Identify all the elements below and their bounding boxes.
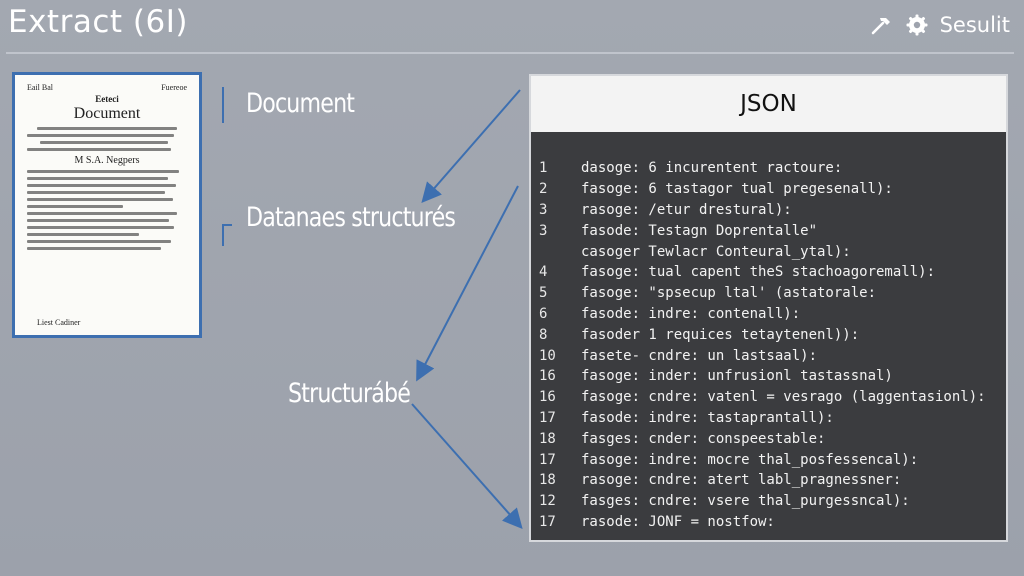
code-line: 12 fasges: cndre: vsere thal_purgessncal)… — [531, 491, 1006, 512]
code-text: fasoge: "spsecup ltal' (astatorale: — [581, 285, 877, 302]
document-thumbnail[interactable]: Eail Bal Fuereoe Eeteci Document M S.A. … — [12, 72, 202, 338]
text-line — [27, 148, 171, 151]
document-heading: Document — [73, 105, 141, 122]
code-line: 17 fasode: indre: tastaprantall): — [531, 408, 1006, 429]
line-number: 17 — [539, 451, 556, 468]
code-text: fasoge: cndre: vatenl = vesrago (laggent… — [581, 389, 986, 406]
document-header-row: Eail Bal Fuereoe — [27, 83, 187, 92]
line-number: 12 — [539, 493, 556, 510]
line-number: 3 — [539, 201, 548, 218]
code-line: 17 fasoge: indre: mocre thal_posfessencal… — [531, 449, 1006, 470]
hammer-icon[interactable] — [868, 12, 894, 38]
code-line: 8 fasoder 1 requices tetaytenenl)): — [531, 324, 1006, 345]
page-title: Extract (6I) — [8, 4, 188, 40]
line-number: 10 — [539, 347, 556, 364]
header-actions: Sesulit — [868, 12, 1010, 38]
code-text: fasete- cndre: un lastsaal): — [581, 347, 818, 364]
line-number: 1 — [539, 160, 548, 177]
text-line — [27, 177, 168, 180]
arrow-to-data — [421, 89, 521, 204]
text-line — [27, 184, 176, 187]
code-line: 4 fasoge: tual capent theS stachoagoremal… — [531, 262, 1006, 283]
json-panel-title: JSON — [531, 76, 1006, 132]
result-button[interactable]: Sesulit — [939, 13, 1010, 37]
document-subtitle: Eeteci — [95, 94, 119, 104]
text-line — [27, 134, 175, 137]
code-text: fasode: indre: tastaprantall): — [581, 409, 834, 426]
text-line — [27, 219, 170, 222]
text-line — [27, 205, 123, 208]
code-line: 2 fasoge: 6 tastagor tual pregesenall): — [531, 179, 1006, 200]
code-text: rasode: JONF = nostfow: — [581, 513, 775, 530]
code-text: casoger Tewlacr Conteural_ytal): — [581, 243, 851, 260]
code-line: casoger Tewlacr Conteural_ytal): — [531, 241, 1006, 262]
json-code-area[interactable]: 1 dasoge: 6 incurentent ractoure: 2 fasoge:… — [531, 132, 1006, 532]
text-line — [39, 141, 168, 144]
line-number: 4 — [539, 264, 548, 281]
line-number: 18 — [539, 472, 556, 489]
code-text: fasges: cnder: conspeestable: — [581, 430, 826, 447]
line-number: 16 — [539, 368, 556, 385]
code-line: 16 fasoge: cndre: vatenl = vesrago (lagge… — [531, 387, 1006, 408]
text-line — [27, 198, 173, 201]
code-text: fasode: Testagn Doprentalle" — [581, 222, 818, 239]
text-line — [36, 127, 178, 130]
label-structured: Structurábé — [288, 378, 411, 409]
document-top-right: Fuereoe — [161, 83, 187, 92]
code-line: 1 dasoge: 6 incurentent ractoure: — [531, 158, 1006, 179]
code-text: fasoge: tual capent theS stachoagoremall… — [581, 264, 936, 281]
label-structured-data: Datanaes structurés — [246, 202, 456, 233]
code-line: 10 fasete- cndre: un lastsaal): — [531, 345, 1006, 366]
gear-icon[interactable] — [904, 12, 930, 38]
document-section-title: M S.A. Negpers — [74, 155, 140, 166]
line-number: 16 — [539, 389, 556, 406]
header-divider — [6, 52, 1014, 54]
line-number: 3 — [539, 222, 548, 239]
label-document: Document — [246, 88, 355, 119]
code-text: fasoge: indre: mocre thal_posfessencal): — [581, 451, 919, 468]
text-line — [27, 240, 171, 243]
code-text: fasges: cndre: vsere thal_purgessncal): — [581, 493, 910, 510]
line-number: 17 — [539, 409, 556, 426]
code-line: 18 fasges: cnder: conspeestable: — [531, 428, 1006, 449]
code-line: 5 fasoge: "spsecup ltal' (astatorale: — [531, 283, 1006, 304]
code-text: fasoder 1 requices tetaytenenl)): — [581, 326, 860, 343]
bracket-document — [222, 87, 232, 123]
code-line: 6 fasode: indre: contenall): — [531, 304, 1006, 325]
line-number: 5 — [539, 285, 548, 302]
code-text: dasoge: 6 incurentent ractoure: — [581, 160, 843, 177]
line-number: 17 — [539, 513, 556, 530]
arrow-to-json-end — [411, 403, 523, 529]
code-line: 3 rasoge: /etur drestural): — [531, 200, 1006, 221]
line-number: 18 — [539, 430, 556, 447]
text-line — [27, 247, 162, 250]
document-page: Eail Bal Fuereoe Eeteci Document M S.A. … — [15, 75, 199, 335]
json-panel: JSON 1 dasoge: 6 incurentent ractoure: 2 fa… — [529, 74, 1008, 542]
code-line: 3 fasode: Testagn Doprentalle" — [531, 220, 1006, 241]
text-line — [27, 226, 175, 229]
text-line — [27, 191, 165, 194]
document-footer: Liest Cadiner — [37, 318, 81, 327]
code-text: fasoge: 6 tastagor tual pregesenall): — [581, 181, 893, 198]
line-number: 8 — [539, 326, 548, 343]
text-line — [27, 212, 178, 215]
code-line: 16 fasoge: inder: unfrusionl tastassnal) — [531, 366, 1006, 387]
line-number: 2 — [539, 181, 548, 198]
text-line — [27, 233, 139, 236]
bracket-data — [222, 224, 232, 246]
code-text: fasoge: inder: unfrusionl tastassnal) — [581, 368, 893, 385]
code-line: 17 rasode: JONF = nostfow: — [531, 512, 1006, 533]
line-number: 6 — [539, 305, 548, 322]
code-text: fasode: indre: contenall): — [581, 305, 801, 322]
text-line — [27, 170, 179, 173]
code-text: rasoge: cndre: atert labl_pragnessner: — [581, 472, 902, 489]
code-text: rasoge: /etur drestural): — [581, 201, 792, 218]
document-top-left: Eail Bal — [27, 83, 53, 92]
code-line: 18 rasoge: cndre: atert labl_pragnessner: — [531, 470, 1006, 491]
